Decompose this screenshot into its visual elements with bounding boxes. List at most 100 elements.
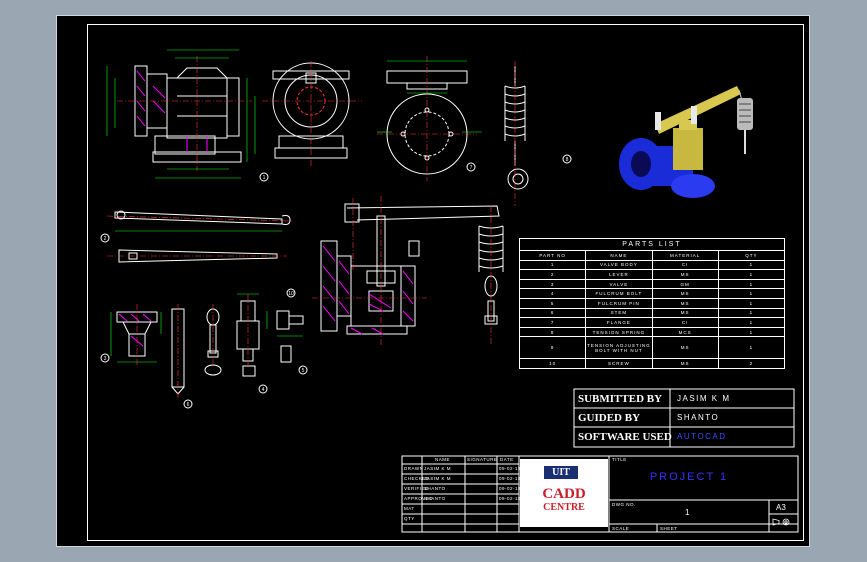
tb-col-signature: SIGNATURE <box>467 457 498 462</box>
cell: CI <box>651 317 719 328</box>
cell: 1 <box>717 278 786 290</box>
cell: TENSION SPRING <box>585 326 653 338</box>
dimensions-view1 <box>106 49 256 179</box>
cell: SCREW <box>585 358 653 369</box>
tb-role: DRAWN <box>404 466 424 471</box>
cell: MCS <box>651 326 719 338</box>
callout-bubble-6 <box>183 399 193 409</box>
tb-project-label: TITLE <box>612 457 627 462</box>
cell: 10 <box>518 358 587 369</box>
parts-header-material: MATERIAL <box>651 250 719 261</box>
cell: 6 <box>518 307 587 319</box>
cell: 1 <box>717 297 786 309</box>
parts-header-qty: QTY <box>717 250 786 261</box>
tb-role: CHECKED <box>404 476 430 481</box>
cell: 3 <box>518 278 587 290</box>
projection-symbol <box>772 518 790 526</box>
cad-drawing: 1 7 <box>100 49 799 533</box>
callout-bubble-8 <box>562 154 572 164</box>
guided-by-label: GUIDED BY <box>578 412 641 424</box>
guided-by-value: SHANTO <box>677 413 720 422</box>
callout-5: 5 <box>302 368 305 374</box>
cell: 1 <box>717 288 786 299</box>
cell: TENSION ADJUSTING BOLT WITH NUT <box>585 336 653 360</box>
spring-detail <box>504 66 529 190</box>
cell: FULCRUM PIN <box>585 297 653 309</box>
tb-name: JASIM K M <box>424 466 452 471</box>
callout-7: 7 <box>470 165 473 171</box>
cell: 2 <box>717 358 786 369</box>
submitted-by-label: SUBMITTED BY <box>578 393 663 405</box>
cell: MS <box>651 288 719 299</box>
isometric-3d-view <box>619 86 753 198</box>
callout-10: 10 <box>288 291 294 297</box>
submitted-by-value: JASIM K M <box>677 394 731 403</box>
tb-role: QTY <box>404 516 415 521</box>
tb-date: 09-02-18 <box>499 476 522 481</box>
tb-dwg-no-label: DWG NO. <box>612 502 636 507</box>
callout-1: 1 <box>263 175 266 181</box>
centerlines-view3 <box>377 56 477 181</box>
cell: MS <box>651 269 719 280</box>
tb-sheet-label: SHEET <box>660 526 678 531</box>
submission-block-grid <box>573 388 795 448</box>
software-used-value: AUTOCAD <box>677 432 727 441</box>
centerlines-lever <box>106 215 293 257</box>
callout-2: 2 <box>104 236 107 242</box>
logo-cadd: CADD <box>542 486 586 502</box>
tb-date: 09-02-18 <box>499 496 522 501</box>
small-parts-views <box>116 300 304 395</box>
tb-date: 09-02-18 <box>499 466 522 471</box>
drawing-border <box>87 24 804 541</box>
tb-name: JASIM K M <box>424 476 452 481</box>
tb-col-date: DATE <box>500 457 514 462</box>
callout-bubble-10 <box>286 288 296 298</box>
sheet-size: A3 <box>776 503 786 512</box>
valve-body-section-view <box>134 65 242 163</box>
cell: 1 <box>717 317 786 328</box>
dimensions-view3 <box>377 60 482 133</box>
callout-bubble-7 <box>466 162 476 172</box>
tb-role: APPROVED <box>404 496 434 501</box>
callout-4: 4 <box>262 387 265 393</box>
cell: 5 <box>518 297 587 309</box>
drawing-sheet: 1 7 <box>56 15 810 547</box>
parts-list-title: PARTS LIST <box>519 238 785 251</box>
parts-header-name: NAME <box>585 250 653 261</box>
cell: 1 <box>518 259 587 271</box>
cell: 9 <box>518 336 587 360</box>
cell: STEM <box>585 307 653 319</box>
cell: 1 <box>717 259 786 271</box>
cell: 1 <box>717 326 786 338</box>
project-title: PROJECT 1 <box>649 471 729 483</box>
cell: CI <box>651 259 719 271</box>
cell: FULCRUM BOLT <box>585 288 653 299</box>
parts-header-part-no: PART NO <box>518 250 587 261</box>
cell: 1 <box>717 307 786 319</box>
cell: MS <box>651 297 719 309</box>
callout-bubble-3 <box>100 353 110 363</box>
tb-name: SHANTO <box>424 486 446 491</box>
logo-uit: UIT <box>544 466 578 479</box>
dimensions-small-parts <box>110 293 303 363</box>
centerlines-view2 <box>262 61 362 166</box>
cell: 7 <box>518 317 587 328</box>
callout-bubble-2 <box>100 233 110 243</box>
callout-8: 8 <box>566 157 569 163</box>
callout-bubble-1 <box>259 172 269 182</box>
assembly-section-view <box>320 203 504 335</box>
cell: 1 <box>717 269 786 280</box>
cell: 2 <box>518 269 587 280</box>
cell: LEVER <box>585 269 653 280</box>
logo-centre: CENTRE <box>543 502 585 513</box>
tb-role: VERIFIED <box>404 486 429 491</box>
hatching-small-parts <box>118 313 152 347</box>
cell: 8 <box>518 326 587 338</box>
tb-col-name: NAME <box>435 457 451 462</box>
tb-date: 09-02-18 <box>499 486 522 491</box>
